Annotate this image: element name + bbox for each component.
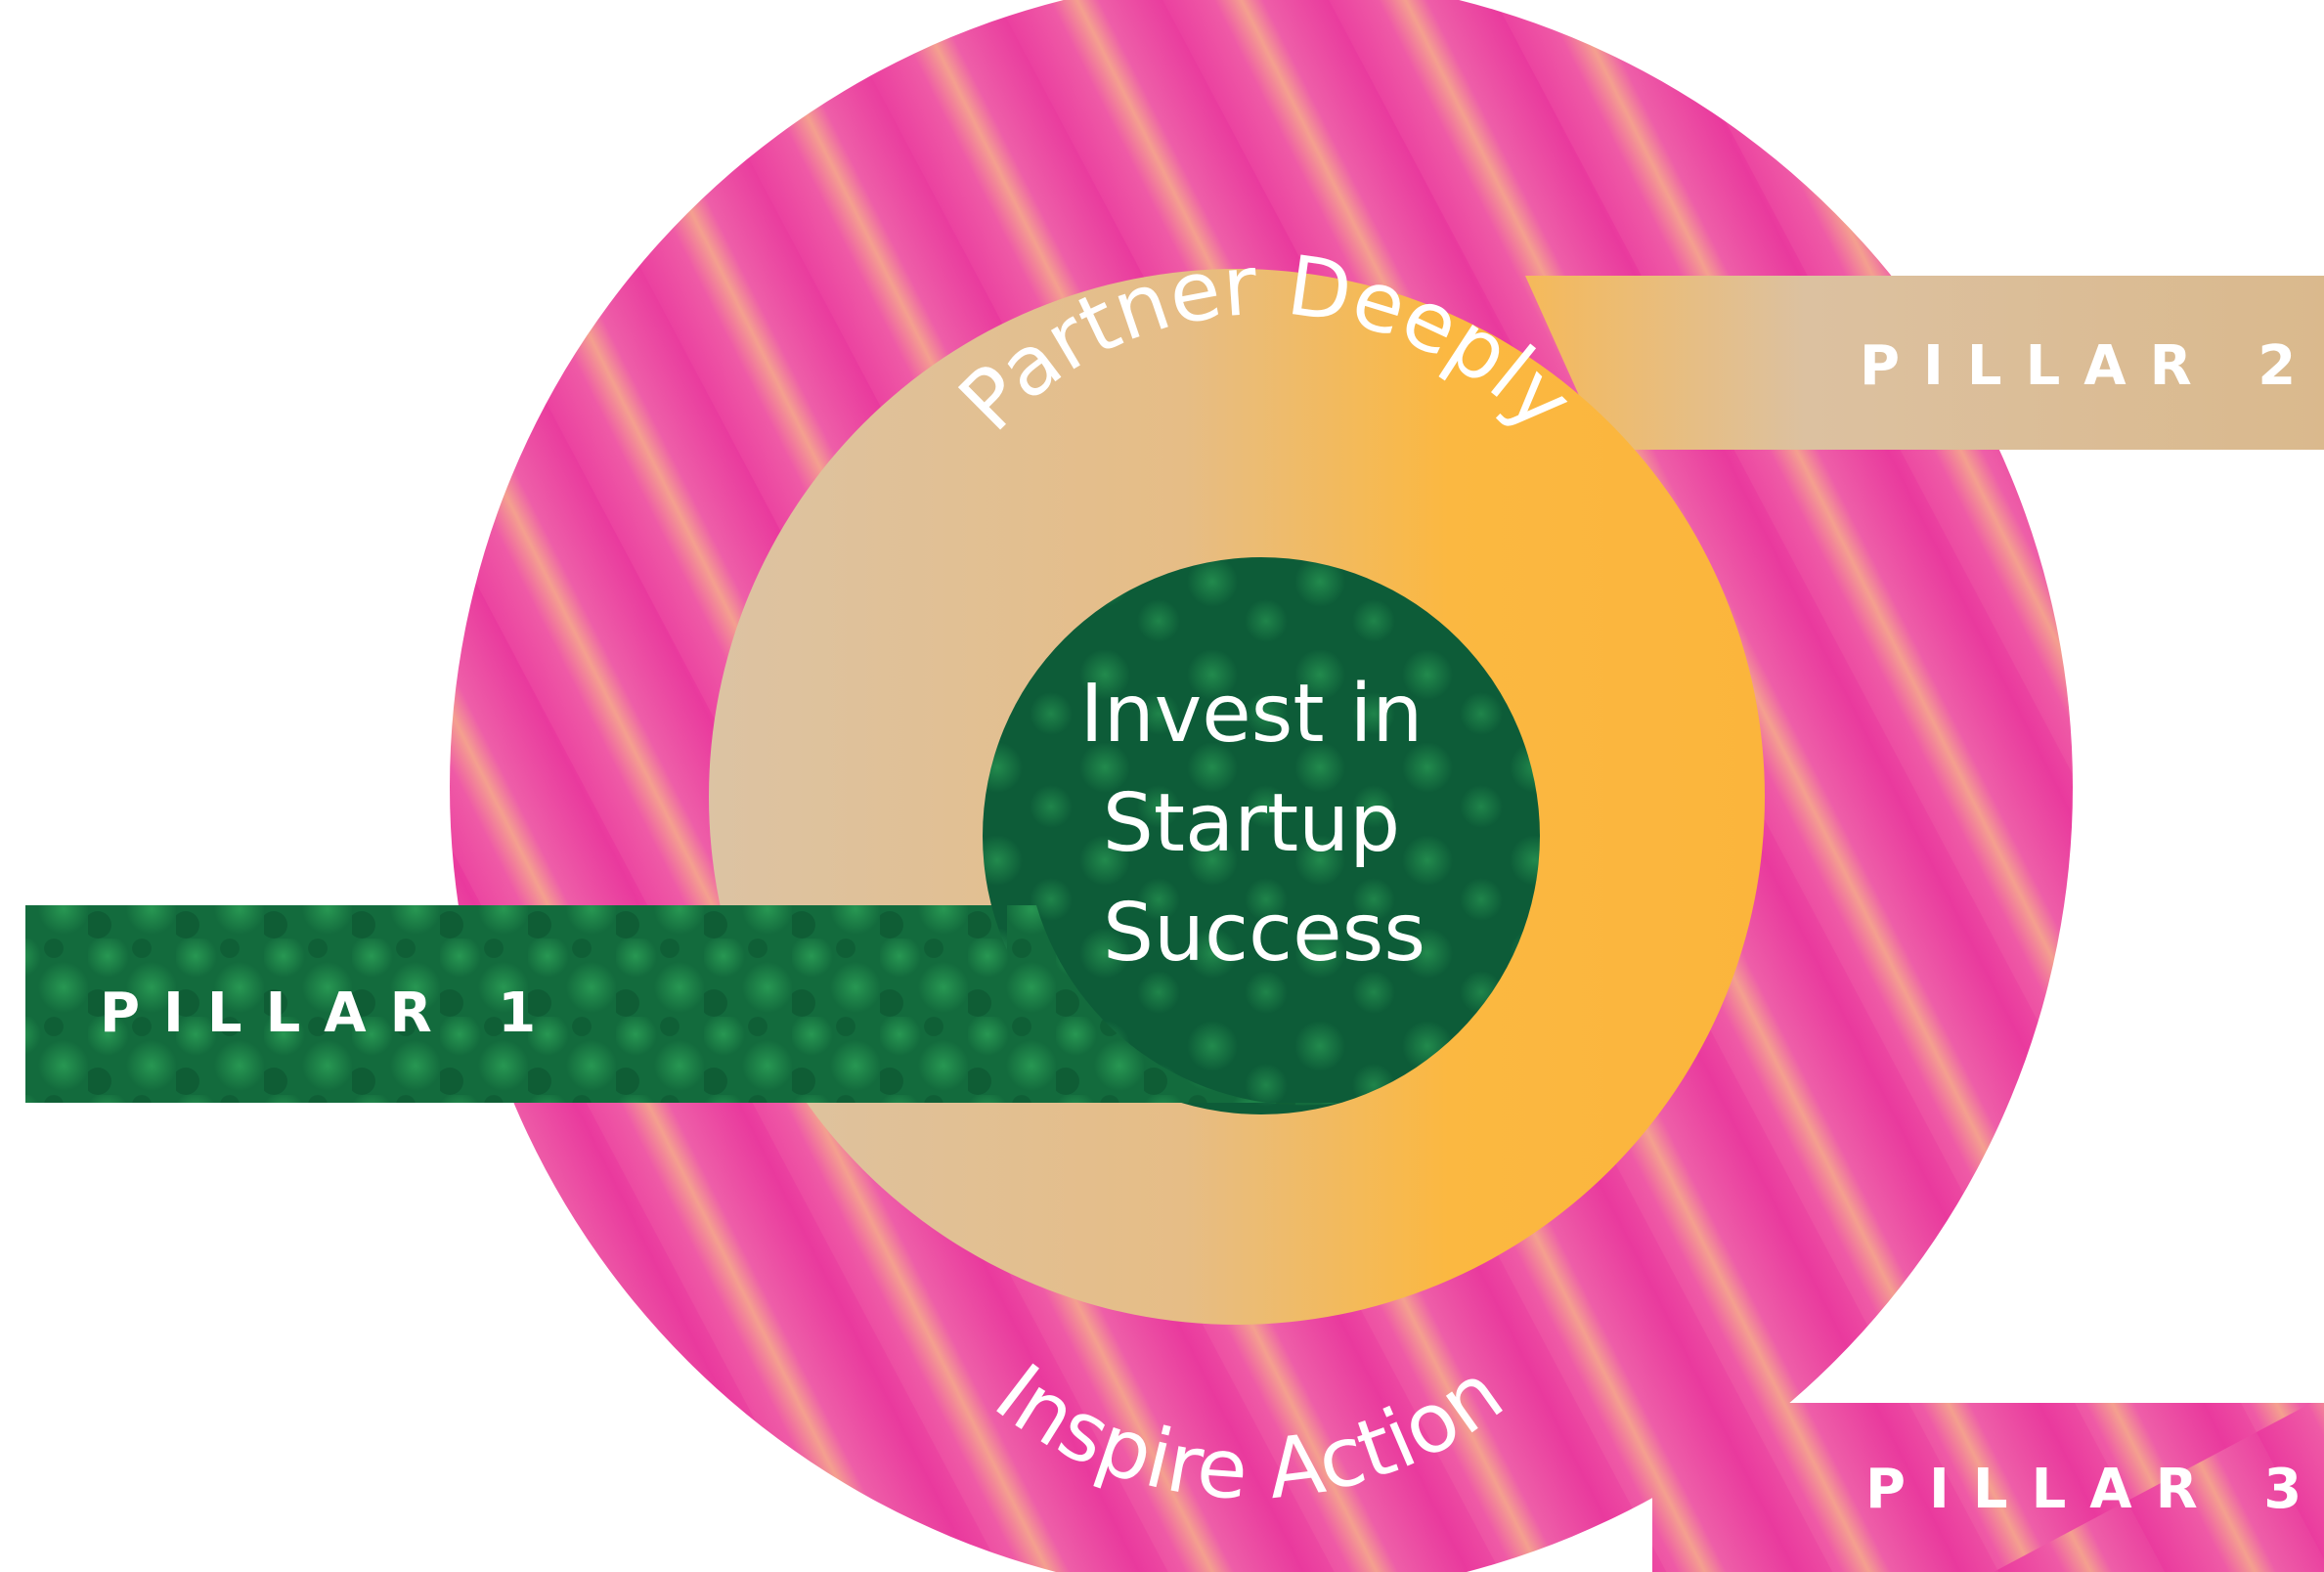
center-line-3: Success	[1103, 887, 1425, 980]
pillar2-label: PILLAR 2	[1860, 334, 2319, 398]
pillar3-band	[1652, 1403, 2324, 1572]
pillar1-band	[25, 905, 1007, 1103]
pillar3-label: PILLAR 3	[1865, 1458, 2324, 1521]
center-line-2: Startup	[1103, 777, 1400, 870]
center-label: Invest in Startup Success	[1080, 668, 1449, 980]
pillar2-band	[1525, 276, 2324, 450]
pillar1-label: PILLAR 1	[100, 982, 559, 1045]
center-circle	[983, 557, 1540, 1114]
center-connector	[1007, 905, 1339, 1106]
center-line-1: Invest in	[1080, 668, 1424, 761]
